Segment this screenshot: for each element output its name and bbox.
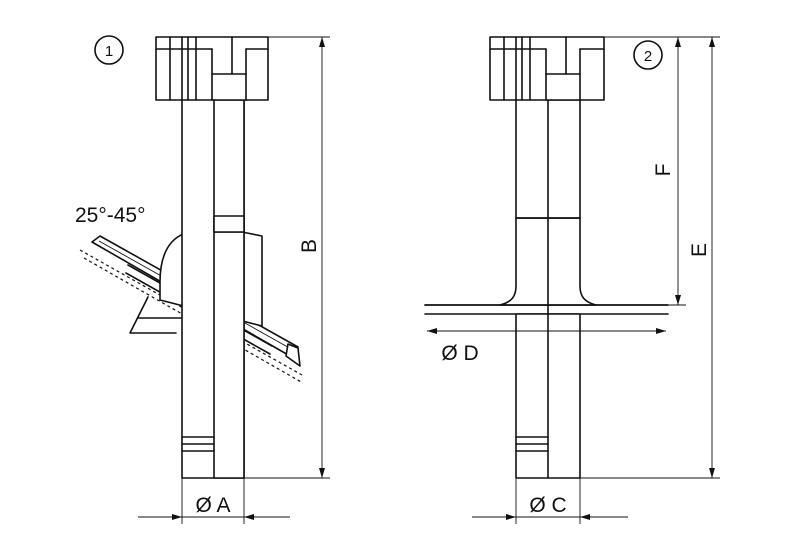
dimension-b-label: B — [298, 239, 321, 253]
dimension-a: Ø A — [138, 478, 290, 524]
figure-1-number: 1 — [105, 43, 113, 60]
figure-1: 1 — [75, 35, 330, 524]
dimension-a-label: Ø A — [195, 494, 230, 517]
angle-label: 25°-45° — [75, 204, 146, 227]
pipe-cap — [489, 36, 605, 101]
dimension-e-label: E — [688, 243, 711, 257]
figure-2-badge — [633, 40, 663, 70]
pipe-cap — [155, 36, 269, 101]
dimension-f: F — [604, 36, 686, 306]
dimension-d: Ø D — [427, 328, 666, 365]
pipe-inner-tube — [213, 73, 245, 479]
dimension-c: Ø C — [472, 478, 628, 524]
dimension-d-label: Ø D — [441, 342, 478, 365]
dimension-c-label: Ø C — [529, 494, 566, 517]
dimension-f-label: F — [652, 164, 675, 177]
dimension-b: B — [244, 36, 330, 479]
figure-2: 2 — [424, 36, 720, 524]
figure-2-number: 2 — [644, 48, 652, 65]
dimension-e: E — [580, 36, 720, 479]
figure-1-badge — [94, 35, 124, 65]
flat-roof-plate — [424, 304, 669, 315]
